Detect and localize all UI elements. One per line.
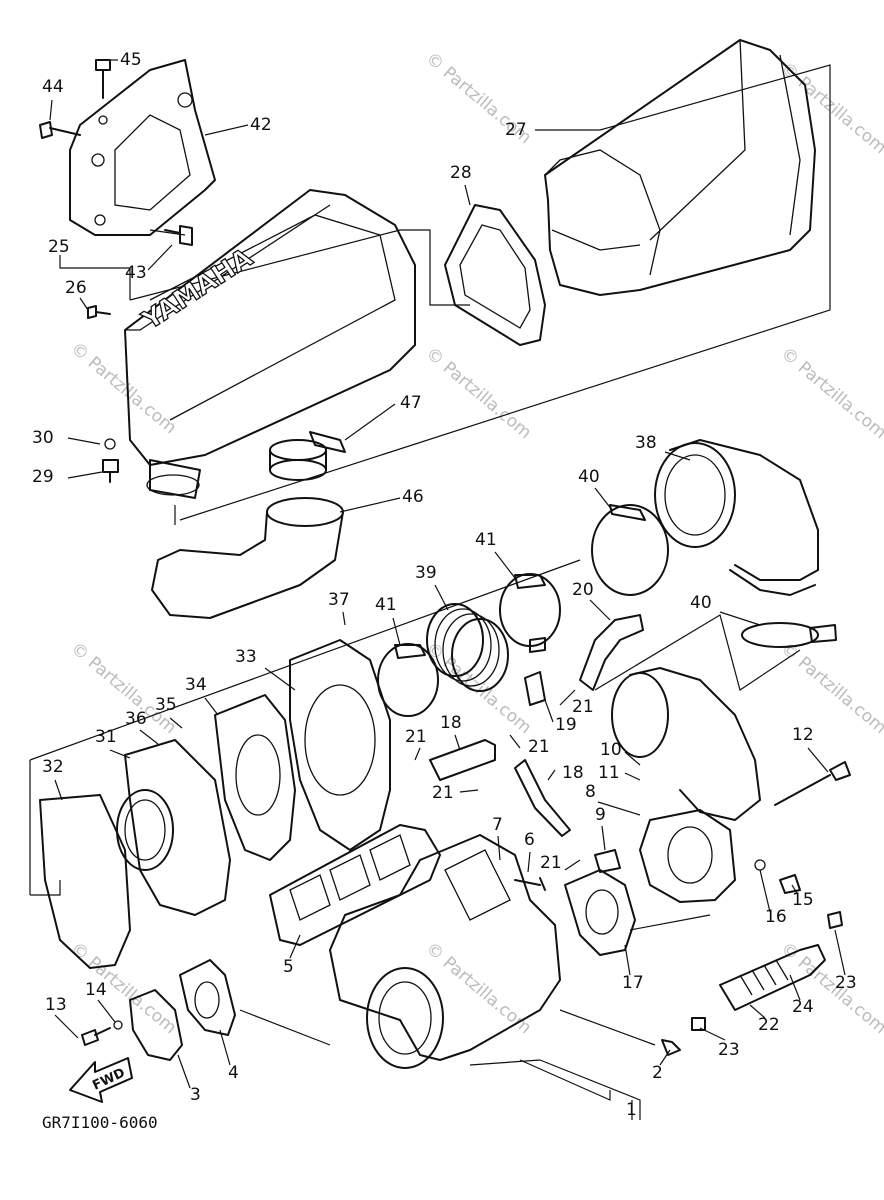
gasket-32-shape (39, 794, 131, 969)
misc-hardware (81, 637, 851, 1056)
callout-40a: 40 (578, 467, 600, 487)
watermark-text: © Partzilla.com (777, 344, 884, 444)
gasket-34-shape (214, 694, 296, 861)
callout-40b: 40 (690, 593, 712, 613)
callout-22: 22 (758, 1015, 780, 1035)
gasket-28-shape (444, 204, 546, 346)
brand-logo: YAMAHA (137, 243, 258, 336)
callout-11: 11 (598, 763, 620, 783)
callout-26: 26 (65, 278, 87, 298)
callout-6: 6 (524, 830, 535, 850)
callout-28: 28 (450, 163, 472, 183)
callout-19: 19 (555, 715, 577, 735)
callout-20: 20 (572, 580, 594, 600)
watermark-text: © Partzilla.com (67, 639, 180, 739)
callout-21e: 21 (540, 853, 562, 873)
callout-18b: 18 (562, 763, 584, 783)
callout-23a: 23 (835, 973, 857, 993)
callout-35: 35 (155, 695, 177, 715)
callout-14: 14 (85, 980, 107, 1000)
callout-12: 12 (792, 725, 814, 745)
callout-18a: 18 (440, 713, 462, 733)
callout-45: 45 (120, 50, 142, 70)
diagram-code: GR7I100-6060 (42, 1113, 158, 1132)
coupling-39-shape (426, 603, 509, 692)
callout-5: 5 (283, 957, 294, 977)
callout-32: 32 (42, 757, 64, 777)
callout-33: 33 (235, 647, 257, 667)
callout-21d: 21 (432, 783, 454, 803)
clamp-47-shape (269, 431, 346, 481)
callout-27: 27 (505, 120, 527, 140)
callout-31: 31 (95, 727, 117, 747)
elbow-right-shape (611, 667, 761, 903)
callout-36: 36 (125, 709, 147, 729)
callout-44: 44 (42, 77, 64, 97)
parts-layer: YAMAHA (39, 39, 851, 1069)
callout-13: 13 (45, 995, 67, 1015)
housing-31-shape (116, 739, 231, 916)
watermark-text: © Partzilla.com (67, 939, 180, 1039)
callout-29: 29 (32, 467, 54, 487)
callout-2: 2 (652, 1063, 663, 1083)
callout-43: 43 (125, 263, 147, 283)
bolt-shapes (39, 59, 193, 483)
elbow-38-shape (654, 439, 819, 596)
callout-9: 9 (595, 805, 606, 825)
callout-layer: 45 44 42 43 25 26 27 28 30 29 47 46 38 4… (32, 50, 857, 1120)
gasket-5-shape (269, 824, 441, 946)
callout-47: 47 (400, 393, 422, 413)
hose-46-shape (151, 497, 344, 619)
callout-17: 17 (622, 973, 644, 993)
callout-21b: 21 (528, 737, 550, 757)
bracket-42-shape (69, 59, 216, 236)
watermark-text: © Partzilla.com (422, 344, 535, 444)
callout-30: 30 (32, 428, 54, 448)
clamp-41-shapes (377, 573, 561, 717)
callout-3: 3 (190, 1085, 201, 1105)
callout-25: 25 (48, 237, 70, 257)
callout-21c: 21 (405, 727, 427, 747)
callout-37: 37 (328, 590, 350, 610)
clamp-40-shapes (591, 504, 837, 648)
callout-41b: 41 (375, 595, 397, 615)
callout-46: 46 (402, 487, 424, 507)
callout-8: 8 (585, 782, 596, 802)
callout-7: 7 (492, 815, 503, 835)
leader-lines (49, 59, 846, 1120)
callout-21a: 21 (572, 697, 594, 717)
plate-33-shape (289, 639, 391, 851)
callout-4: 4 (228, 1063, 239, 1083)
callout-10: 10 (600, 740, 622, 760)
small-gaskets (129, 869, 636, 1061)
callout-24: 24 (792, 997, 814, 1017)
watermark-text: © Partzilla.com (422, 639, 535, 739)
airbox-27-shape (544, 39, 816, 296)
assembly-lines (29, 64, 831, 1120)
watermark-text: © Partzilla.com (67, 339, 180, 439)
manifold-1-shape (329, 834, 561, 1069)
callout-39: 39 (415, 563, 437, 583)
callout-15: 15 (792, 890, 814, 910)
callout-34: 34 (185, 675, 207, 695)
callout-41a: 41 (475, 530, 497, 550)
callout-23b: 23 (718, 1040, 740, 1060)
callout-38: 38 (635, 433, 657, 453)
watermark-text: © Partzilla.com (777, 639, 884, 739)
hose-shapes (429, 614, 644, 837)
callout-16: 16 (765, 907, 787, 927)
callout-42: 42 (250, 115, 272, 135)
fwd-arrow-icon: FWD (69, 1057, 133, 1103)
